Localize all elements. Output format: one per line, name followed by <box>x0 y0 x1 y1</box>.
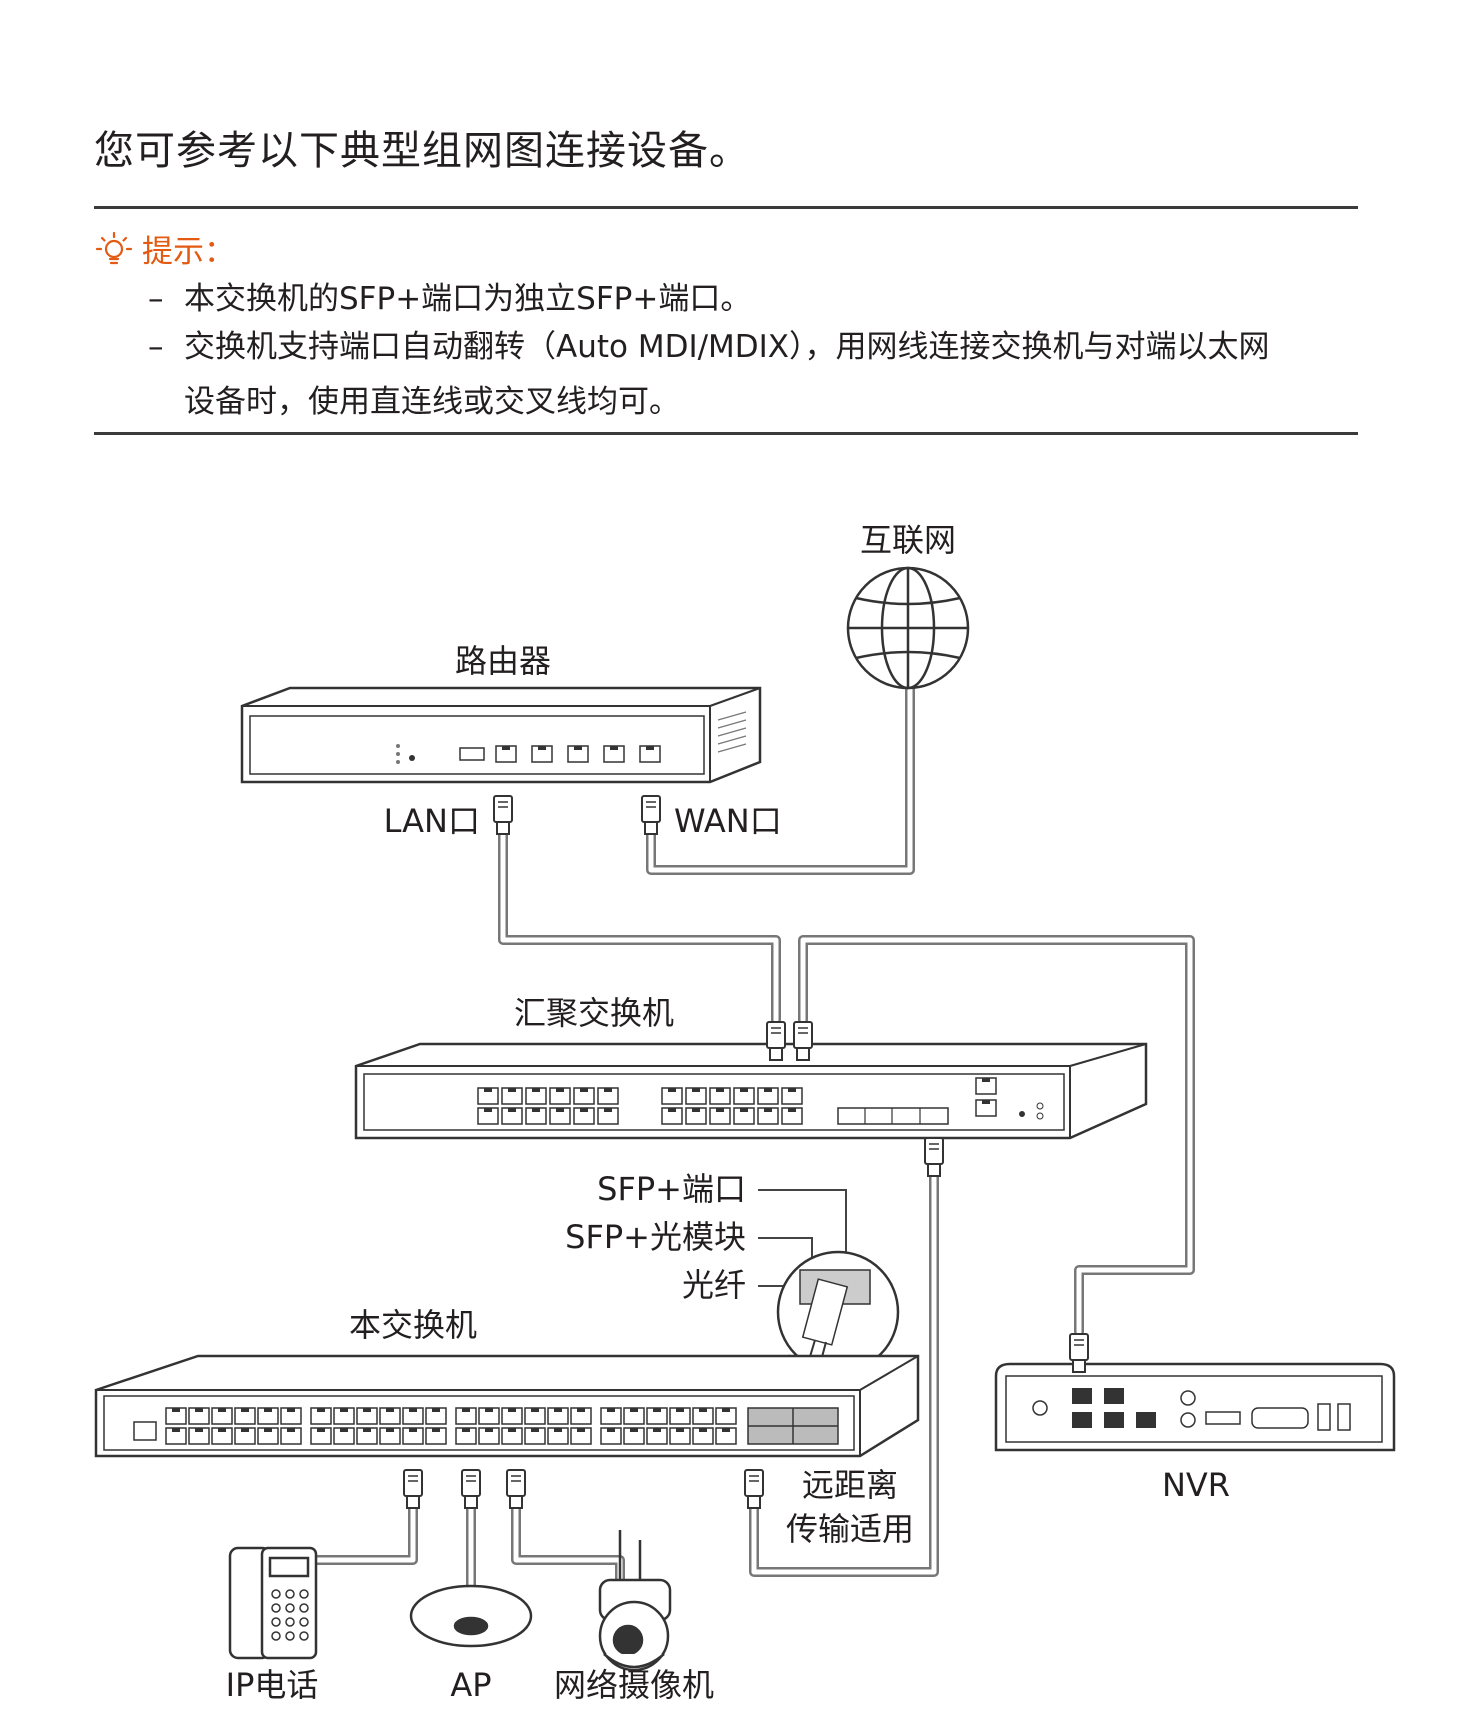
ap-icon <box>409 1584 533 1648</box>
ap-label: AP <box>450 1666 491 1704</box>
tip-header: 提示： <box>94 226 235 271</box>
lightbulb-icon <box>95 231 133 264</box>
lan-cable-plug <box>493 795 513 835</box>
router <box>240 686 762 784</box>
tip-item-text: 交换机支持端口自动翻转（Auto MDI/MDIX），用网线连接交换机与对端以太… <box>184 329 1270 365</box>
agg-downlink-plug <box>924 1137 944 1177</box>
this-switch <box>94 1354 920 1458</box>
top-rule <box>94 206 1358 209</box>
sfp-port-label: SFP+端口 <box>597 1170 746 1208</box>
wan-cable-plug <box>641 795 661 835</box>
agg-nvr-plug <box>793 1021 813 1061</box>
ip-phone-icon <box>228 1546 318 1660</box>
this-switch-label: 本交换机 <box>349 1306 477 1344</box>
agg-uplink-plug <box>766 1021 786 1061</box>
aggregation-switch <box>354 1042 1148 1140</box>
ip-phone-label: IP电话 <box>226 1666 319 1704</box>
internet-globe <box>846 566 970 690</box>
phone-cable-plug <box>403 1469 423 1509</box>
lan-port-label: LAN口 <box>384 802 480 840</box>
long-distance-label-2: 传输适用 <box>786 1510 914 1548</box>
tip-item: –本交换机的SFP+端口为独立SFP+端口。 <box>148 281 752 317</box>
nvr-cable-plug <box>1069 1333 1089 1373</box>
router-label: 路由器 <box>455 642 551 680</box>
bottom-rule <box>94 432 1358 435</box>
tip-item: –交换机支持端口自动翻转（Auto MDI/MDIX），用网线连接交换机与对端以… <box>148 329 1270 365</box>
ap-cable-plug <box>461 1469 481 1509</box>
nvr <box>994 1362 1396 1452</box>
sfp-magnifier <box>759 1250 900 1391</box>
tip-item-continuation: 设备时，使用直连线或交叉线均可。 <box>184 384 680 420</box>
internet-label: 互联网 <box>860 521 956 559</box>
tip-title: 提示： <box>142 234 235 270</box>
camera-label: 网络摄像机 <box>554 1666 714 1704</box>
nvr-label: NVR <box>1162 1466 1230 1504</box>
intro-text: 您可参考以下典型组网图连接设备。 <box>94 128 750 174</box>
fiber-label: 光纤 <box>682 1266 746 1304</box>
sfp-module-label: SFP+光模块 <box>565 1218 746 1256</box>
camera-icon <box>598 1530 672 1672</box>
aggregation-switch-label: 汇聚交换机 <box>514 994 674 1032</box>
long-distance-label: 远距离 <box>802 1466 898 1504</box>
wan-port-label: WAN口 <box>674 802 782 840</box>
fiber-downlink-plug <box>744 1469 764 1509</box>
camera-cable-plug <box>506 1469 526 1509</box>
tip-item-text: 本交换机的SFP+端口为独立SFP+端口。 <box>184 281 752 317</box>
